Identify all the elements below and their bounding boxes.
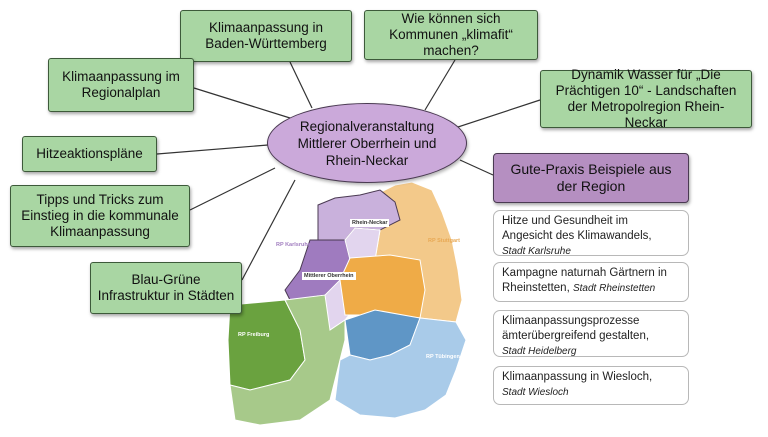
practice-item-text: Klimaanpassungsprozesse ämterübergreifen… bbox=[502, 315, 650, 342]
map-label-tuebingen: RP Tübingen bbox=[426, 354, 460, 360]
topic-dynamik-wasser: Dynamik Wasser für „Die Prächtigen 10“ -… bbox=[540, 67, 752, 130]
map-label-karlsruhe: RP Karlsruhe bbox=[276, 242, 311, 248]
practice-item-city: Stadt Karlsruhe bbox=[502, 246, 571, 257]
practice-item: Klimaanpassung in Wiesloch, Stadt Wiesloc… bbox=[493, 366, 689, 405]
topic-regionalplan: Klimaanpassung im Regionalplan bbox=[48, 58, 194, 112]
practice-item-text: Hitze und Gesundheit im Angesicht des Kl… bbox=[502, 215, 652, 242]
practice-item-text: Klimaanpassung in Wiesloch, bbox=[502, 371, 653, 383]
map-stuttgart-core bbox=[339, 254, 426, 319]
baden-wuerttemberg-map bbox=[227, 181, 467, 426]
practice-item-text: Kampagne naturnah Gärtnern in Rheinstett… bbox=[502, 267, 667, 294]
practice-item: Hitze und Gesundheit im Angesicht des Kl… bbox=[493, 210, 689, 257]
central-event-node: Regionalveranstaltung Mittlerer Oberrhei… bbox=[267, 103, 467, 183]
practice-item-city: Stadt Heidelberg bbox=[502, 346, 577, 357]
map-freiburg-east bbox=[229, 294, 346, 426]
practice-item: Kampagne naturnah Gärtnern in Rheinstett… bbox=[493, 262, 689, 302]
map-tuebingen-region bbox=[334, 317, 467, 419]
topic-kommunen-klimafit: Wie können sich Kommunen „klimafit“ mach… bbox=[364, 10, 538, 60]
topic-hitzeaktionsplaene: Hitzeaktionspläne bbox=[22, 136, 157, 172]
map-label-freiburg: RP Freiburg bbox=[238, 332, 270, 338]
map-tag-rhein-neckar: Rhein-Neckar bbox=[350, 219, 390, 227]
practice-header: Gute-Praxis Beispiele aus der Region bbox=[493, 153, 689, 203]
practice-item-city: Stadt Rheinstetten bbox=[572, 283, 656, 294]
topic-tipps-tricks: Tipps und Tricks zum Einstieg in die kom… bbox=[10, 185, 190, 247]
map-label-stuttgart: RP Stuttgart bbox=[428, 238, 460, 244]
practice-item-city: Stadt Wiesloch bbox=[502, 387, 569, 398]
topic-klimaanpassung-bw: Klimaanpassung in Baden-Württemberg bbox=[180, 10, 352, 62]
map-tag-mittlerer-oberrhein: Mittlerer Oberrhein bbox=[302, 272, 356, 280]
topic-blau-gruene-infrastruktur: Blau-Grüne Infrastruktur in Städten bbox=[90, 262, 242, 314]
practice-item: Klimaanpassungsprozesse ämterübergreifen… bbox=[493, 310, 689, 357]
